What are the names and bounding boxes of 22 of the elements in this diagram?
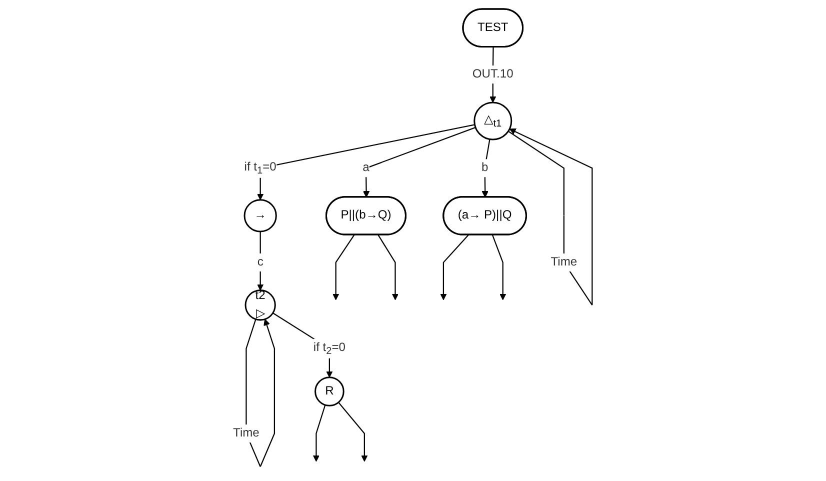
- edge-label: Time: [233, 426, 260, 440]
- arrow: [440, 234, 470, 300]
- edge-label: a: [362, 161, 370, 174]
- edge-label: c: [258, 256, 264, 268]
- arrow: [257, 124, 476, 200]
- arrow: [332, 234, 356, 300]
- arrow: [482, 139, 491, 198]
- node-circle: →: [244, 199, 278, 232]
- edge-label: b: [482, 161, 489, 174]
- arrow: [313, 404, 326, 462]
- arrow: [378, 234, 399, 300]
- edge-label: if t$_{1}$=0: [244, 160, 277, 176]
- node-circle: R: [314, 376, 345, 406]
- arrow: [363, 126, 476, 198]
- arrow: [257, 232, 264, 291]
- node-circle: t2 ▷: [245, 290, 276, 321]
- edge-label: Time: [551, 256, 578, 268]
- edge-label: if t$_{2}$=0: [314, 341, 346, 356]
- edge-label: OUT.10: [472, 68, 514, 81]
- arrow: [492, 234, 507, 300]
- node-circle: △$_{t1}$: [474, 102, 512, 140]
- arrow: [338, 402, 368, 462]
